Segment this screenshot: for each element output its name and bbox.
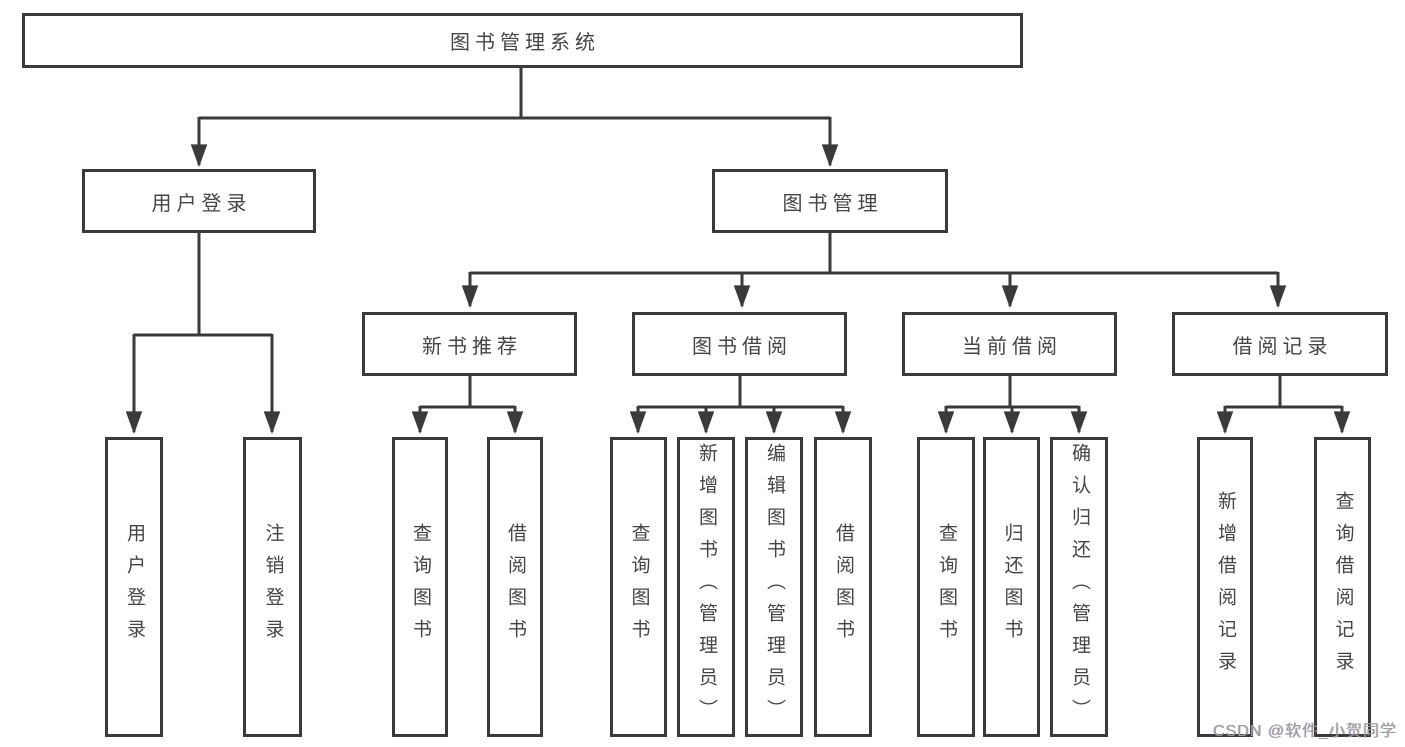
leaf-user-login: 用户登录 [105, 437, 163, 737]
leaf-return-books: 归还图书 [983, 437, 1040, 737]
leaf-add-books-admin: 新增图书（管理员） [677, 437, 735, 737]
node-book-management: 图书管理 [712, 169, 948, 233]
leaf-logout: 注销登录 [243, 437, 302, 737]
node-borrow-records: 借阅记录 [1172, 312, 1388, 376]
leaf-borrow-books-2: 借阅图书 [814, 437, 872, 737]
leaf-query-books-2: 查询图书 [610, 437, 667, 737]
leaf-confirm-return-admin: 确认归还（管理员） [1050, 437, 1108, 737]
leaf-query-borrow-record: 查询借阅记录 [1314, 437, 1371, 737]
leaf-return-books-label: 归还图书 [1001, 523, 1023, 651]
leaf-query-books-1-label: 查询图书 [409, 523, 431, 651]
leaf-logout-label: 注销登录 [262, 523, 284, 651]
node-book-borrow-label: 图书借阅 [692, 335, 792, 358]
leaf-user-login-label: 用户登录 [123, 523, 145, 651]
node-root: 图书管理系统 [22, 13, 1023, 68]
leaf-query-books-3-label: 查询图书 [935, 523, 957, 651]
watermark: CSDN @软件_小贺同学 [1213, 723, 1397, 740]
node-book-management-label: 图书管理 [782, 192, 883, 215]
leaf-query-books-2-label: 查询图书 [628, 523, 650, 651]
node-user-login-label: 用户登录 [151, 192, 252, 215]
leaf-borrow-books-1: 借阅图书 [487, 437, 543, 737]
leaf-add-books-admin-label: 新增图书（管理员） [695, 443, 717, 731]
node-new-book-recommend-label: 新书推荐 [422, 335, 522, 358]
leaf-add-borrow-record: 新增借阅记录 [1197, 437, 1253, 737]
node-borrow-records-label: 借阅记录 [1232, 335, 1333, 358]
leaf-edit-books-admin: 编辑图书（管理员） [745, 437, 803, 737]
node-new-book-recommend: 新书推荐 [362, 312, 577, 376]
leaf-confirm-return-admin-label: 确认归还（管理员） [1068, 443, 1090, 731]
leaf-query-books-3: 查询图书 [917, 437, 975, 737]
node-current-borrow-label: 当前借阅 [962, 335, 1062, 358]
leaf-borrow-books-2-label: 借阅图书 [832, 523, 854, 651]
node-root-label: 图书管理系统 [450, 32, 600, 54]
leaf-borrow-books-1-label: 借阅图书 [504, 523, 526, 651]
leaf-add-borrow-record-label: 新增借阅记录 [1214, 491, 1236, 683]
node-book-borrow: 图书借阅 [632, 312, 847, 376]
leaf-query-books-1: 查询图书 [392, 437, 448, 737]
leaf-edit-books-admin-label: 编辑图书（管理员） [763, 443, 785, 731]
node-user-login: 用户登录 [82, 169, 316, 233]
node-current-borrow: 当前借阅 [902, 312, 1117, 376]
leaf-query-borrow-record-label: 查询借阅记录 [1332, 491, 1354, 683]
